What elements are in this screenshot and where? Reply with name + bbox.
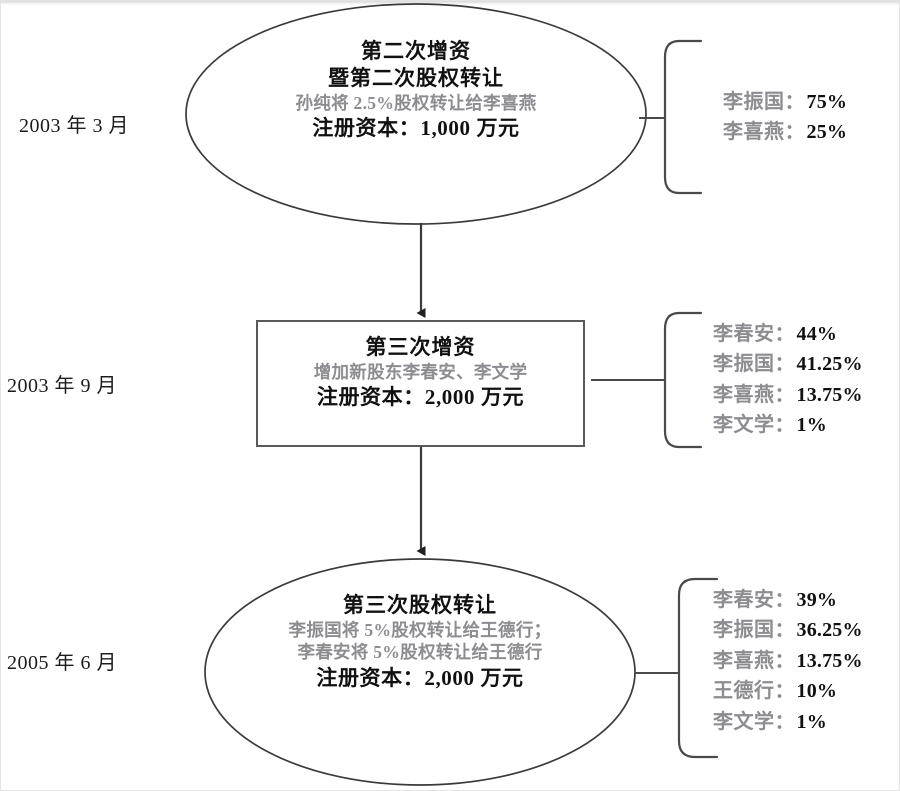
- shareholder-row: 李春安 ： 39%: [713, 585, 863, 615]
- node-detail-3-1: 李春安将 5%股权转让给王德行: [297, 642, 543, 663]
- shareholder-name: 李振国: [713, 353, 775, 376]
- shareholder-colon: ：: [784, 121, 805, 144]
- shareholder-row: 李文学 ： 1%: [713, 707, 863, 737]
- shareholder-percent: 13.75%: [796, 383, 863, 406]
- shareholder-row: 李振国 ： 41.25%: [713, 349, 863, 379]
- shareholder-list-1: 李振国 ： 75% 李喜燕 ： 25%: [723, 87, 847, 148]
- shareholder-colon: ：: [774, 680, 795, 703]
- shareholder-colon: ：: [774, 353, 795, 376]
- node-title-3: 第三次股权转让: [343, 593, 497, 617]
- shareholder-row: 李喜燕 ： 13.75%: [713, 646, 863, 676]
- shareholder-percent: 36.25%: [796, 619, 863, 642]
- node-text-block-1: 第二次增资 暨第二次股权转让 孙纯将 2.5%股权转让给李喜燕 注册资本：1,0…: [186, 38, 646, 142]
- bracket-3: [677, 577, 719, 759]
- node-text-block-3: 第三次股权转让 李振国将 5%股权转让给王德行； 李春安将 5%股权转让给王德行…: [205, 592, 635, 692]
- node-title-2: 第三次增资: [365, 335, 476, 359]
- date-label-1: 2003 年 3 月: [19, 115, 129, 137]
- shareholder-percent: 41.25%: [796, 353, 863, 376]
- date-label-2: 2003 年 9 月: [7, 375, 117, 397]
- shareholder-row: 李振国 ： 75%: [723, 87, 847, 117]
- shareholder-name: 李喜燕: [713, 649, 775, 672]
- bracket-2: [663, 311, 703, 449]
- shareholder-row: 李春安 ： 44%: [713, 319, 863, 349]
- shareholder-name: 李春安: [713, 589, 775, 611]
- shareholder-percent: 10%: [796, 680, 838, 703]
- shareholder-percent: 13.75%: [796, 649, 863, 672]
- shareholder-percent: 25%: [806, 121, 848, 144]
- shareholder-row: 李文学 ： 1%: [713, 410, 863, 440]
- shareholder-colon: ：: [774, 589, 795, 611]
- shareholder-list-2: 李春安 ： 44% 李振国 ： 41.25% 李喜燕 ： 13.75% 李文学 …: [713, 319, 863, 441]
- node-text-block-2: 第三次增资 增加新股东李春安、李文学 注册资本：2,000 万元: [257, 334, 584, 411]
- shareholder-colon: ：: [774, 323, 795, 345]
- shareholder-colon: ：: [774, 414, 795, 437]
- shareholder-row: 李喜燕 ： 25%: [723, 117, 847, 147]
- node-detail-2-0: 增加新股东李春安、李文学: [313, 361, 528, 382]
- shareholder-name: 李喜燕: [713, 383, 775, 406]
- node-capital-3: 注册资本：2,000 万元: [316, 665, 524, 690]
- shareholder-colon: ：: [784, 91, 805, 113]
- shareholder-name: 李春安: [713, 323, 775, 345]
- node-capital-2: 注册资本：2,000 万元: [316, 385, 525, 410]
- shareholder-colon: ：: [774, 649, 795, 672]
- shareholder-percent: 1%: [796, 414, 827, 437]
- node-detail-3-0: 李振国将 5%股权转让给王德行；: [288, 619, 552, 640]
- shareholder-colon: ：: [774, 710, 795, 733]
- date-label-3: 2005 年 6 月: [7, 652, 117, 674]
- shareholder-name: 李文学: [713, 710, 775, 733]
- node-title-1: 第二次增资: [361, 39, 471, 63]
- shareholder-row: 李喜燕 ： 13.75%: [713, 380, 863, 410]
- node-capital-1: 注册资本：1,000 万元: [312, 116, 520, 141]
- bracket-1: [663, 39, 703, 195]
- shareholder-row: 李振国 ： 36.25%: [713, 615, 863, 645]
- shareholder-row: 王德行 ： 10%: [713, 676, 863, 706]
- shareholder-name: 李文学: [713, 414, 775, 437]
- shareholder-list-3: 李春安 ： 39% 李振国 ： 36.25% 李喜燕 ： 13.75% 王德行 …: [713, 585, 863, 737]
- shareholder-colon: ：: [774, 383, 795, 406]
- node-shape-rectangle-2: [256, 320, 585, 447]
- shareholder-percent: 1%: [796, 710, 827, 733]
- node-subtitle-1: 暨第二次股权转让: [328, 65, 504, 90]
- shareholder-name: 李振国: [713, 619, 775, 642]
- shareholder-name: 李喜燕: [723, 121, 785, 144]
- node-detail-1-0: 孙纯将 2.5%股权转让给李喜燕: [295, 92, 537, 113]
- shareholder-percent: 75%: [806, 91, 848, 113]
- shareholder-name: 王德行: [713, 680, 775, 703]
- shareholder-name: 李振国: [723, 91, 785, 113]
- shareholder-colon: ：: [774, 619, 795, 642]
- shareholder-percent: 44%: [796, 323, 838, 345]
- node-shape-ellipse-1: [185, 3, 647, 225]
- shareholder-percent: 39%: [796, 589, 838, 611]
